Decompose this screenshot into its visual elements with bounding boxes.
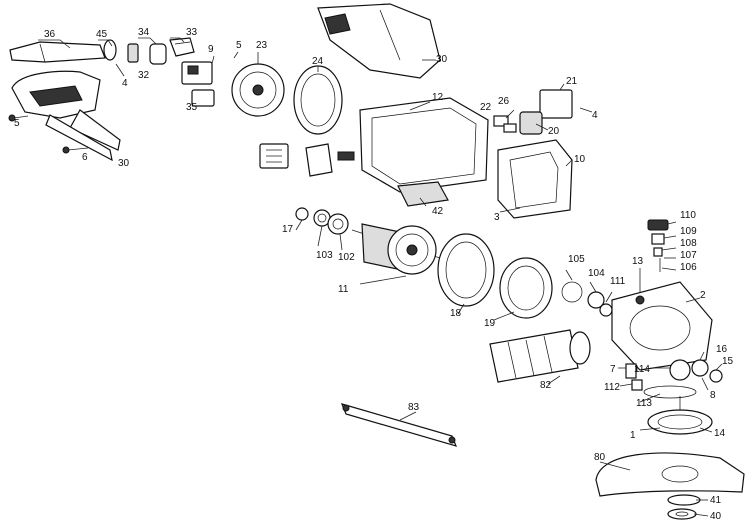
clamp-ring [127, 43, 167, 65]
spindle-parts [625, 359, 723, 399]
screw [8, 63, 125, 154]
label-2: 2 [700, 290, 706, 301]
label-113: 113 [636, 398, 652, 409]
field-coil [497, 139, 573, 219]
screw-2 [685, 297, 701, 303]
strain-relief [169, 37, 195, 57]
label-109: 109 [680, 226, 697, 237]
label-23: 23 [256, 40, 268, 51]
label-111: 111 [610, 276, 626, 287]
label-30b: 30 [118, 158, 130, 169]
part-labels: 36 45 34 33 32 4 9 5 23 35 24 30 12 22 2… [14, 27, 734, 522]
label-34: 34 [138, 27, 150, 38]
label-32: 32 [138, 70, 150, 81]
label-18: 18 [450, 308, 462, 319]
screw-4 [579, 107, 593, 113]
bearing [295, 207, 349, 235]
clamp-nut [667, 508, 697, 520]
label-114: 114 [634, 364, 650, 375]
side-handle [489, 329, 591, 383]
label-21: 21 [566, 76, 578, 87]
label-19: 19 [484, 318, 496, 329]
wrench [340, 403, 458, 447]
label-5a: 5 [236, 40, 242, 51]
label-24: 24 [312, 56, 324, 67]
label-12: 12 [432, 92, 444, 103]
label-26: 26 [498, 96, 510, 107]
label-15: 15 [722, 356, 734, 367]
label-22: 22 [480, 102, 492, 113]
switch-assembly [181, 61, 215, 107]
retaining-ring [561, 281, 613, 317]
label-14: 14 [714, 428, 726, 439]
spindle-lock [647, 219, 669, 272]
bevel-gear [499, 257, 553, 319]
label-35: 35 [186, 102, 198, 113]
label-40: 40 [710, 511, 722, 522]
flange [667, 494, 701, 506]
carbon-brush [259, 143, 355, 177]
label-9: 9 [208, 44, 214, 55]
label-1: 1 [630, 430, 636, 441]
label-80: 80 [594, 452, 606, 463]
leader-lines [38, 37, 723, 517]
label-110: 110 [680, 210, 696, 221]
label-104: 104 [588, 268, 605, 279]
label-36: 36 [44, 29, 56, 40]
label-42: 42 [432, 206, 444, 217]
label-4a: 4 [122, 78, 128, 89]
stator [359, 97, 489, 193]
label-41: 41 [710, 495, 722, 506]
label-8: 8 [710, 390, 716, 401]
label-33: 33 [186, 27, 198, 38]
end-cap [231, 63, 285, 117]
label-11: 11 [338, 284, 349, 295]
gear-case [611, 281, 713, 371]
spindle [639, 396, 713, 435]
label-83: 83 [408, 402, 420, 413]
label-45: 45 [96, 29, 108, 40]
label-30a: 30 [436, 54, 448, 65]
label-82: 82 [540, 380, 552, 391]
handle-housing [11, 70, 121, 162]
label-106: 106 [680, 262, 697, 273]
label-17: 17 [282, 224, 294, 235]
label-13: 13 [632, 256, 644, 267]
label-103: 103 [316, 250, 333, 261]
label-16: 16 [716, 344, 728, 355]
label-6: 6 [82, 152, 88, 163]
label-107: 107 [680, 250, 697, 261]
label-5b: 5 [14, 118, 20, 129]
label-10: 10 [574, 154, 586, 165]
label-7: 7 [610, 364, 616, 375]
screw-3 [499, 207, 521, 213]
label-108: 108 [680, 238, 697, 249]
label-20: 20 [548, 126, 560, 137]
fan-baffle [293, 65, 343, 135]
label-105: 105 [568, 254, 585, 265]
motor-housing-rear [317, 3, 441, 79]
label-102: 102 [338, 252, 355, 263]
brush-holder [493, 89, 573, 135]
label-plate [397, 181, 449, 207]
armature [351, 223, 441, 275]
gear-housing-ring [437, 233, 495, 307]
label-4b: 4 [592, 110, 598, 121]
label-3: 3 [494, 212, 500, 223]
label-112: 112 [604, 382, 620, 393]
cord-protector [9, 39, 117, 63]
guard [595, 452, 745, 497]
